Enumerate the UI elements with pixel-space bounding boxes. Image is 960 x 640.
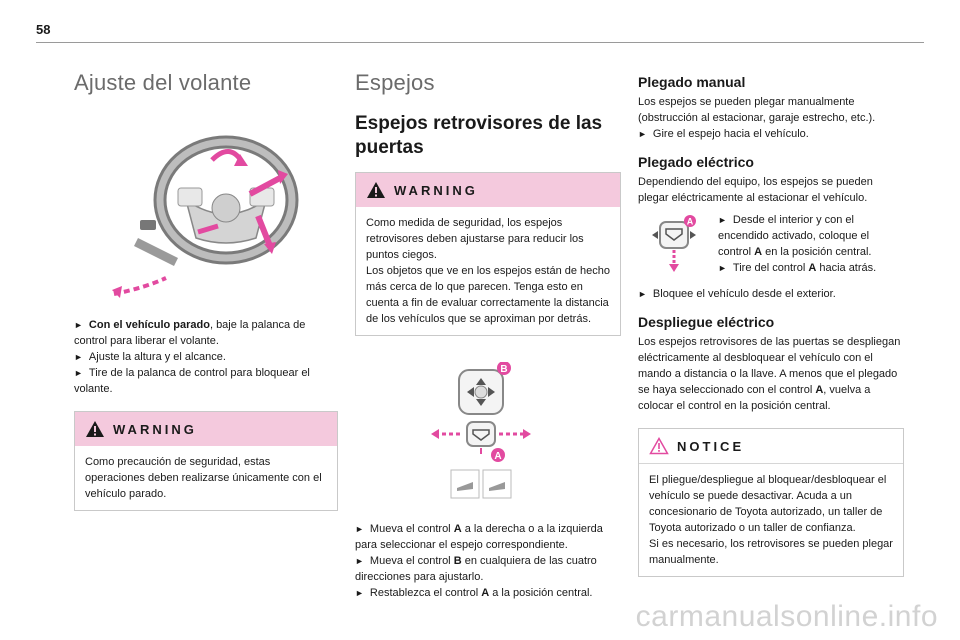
control-label-b: B [500,364,507,375]
notice-text: El pliegue/despliegue al bloquear/desblo… [649,474,893,566]
warning-text-steering: Como precaución de seguridad, estas oper… [85,456,322,500]
heading-manual-folding: Plegado manual [638,74,746,90]
fold-control-label-a: A [687,217,694,227]
column-mirrors: Espejos Espejos retrovisores de las puer… [355,70,621,601]
electric-folding-text: Dependiendo del equipo, los espejos se p… [638,176,873,204]
warning-label: WARNING [394,182,478,198]
notice-triangle-icon [649,437,669,455]
manual-folding-text: Los espejos se pueden plegar manualmente… [638,96,876,124]
warning-box-mirrors: WARNING Como medida de seguridad, los es… [355,172,621,336]
mirror-step2-pre: Mueva el control [369,555,454,567]
fold-step1-post: en la posición central. [762,246,872,258]
steering-step3: Tire de la palanca de control para bloqu… [74,365,338,397]
warning-text-mirrors: Como medida de seguridad, los espejos re… [366,217,611,325]
unfold-text-pre: Los espejos retrovisores de las puertas … [638,336,901,396]
mirror-step1-bold: A [453,523,462,535]
steering-step1-text: , baje la palanca de control para libera… [74,319,306,347]
warning-triangle-icon [86,421,104,437]
column-folding: Plegado manual Los espejos se pueden ple… [638,70,904,577]
unfold-text-post: , vuelva a colocar el control en la posi… [638,384,871,412]
mirror-step3-bold: A [481,587,490,599]
steering-wheel-illustration [112,135,299,298]
warning-label: WARNING [113,421,197,437]
fold-step1-pre: Desde el interior y con el encendido act… [718,214,870,258]
mirror-step3-post: a la posición central. [489,587,593,599]
header-divider [36,42,924,43]
warning-box-steering: WARNING Como precaución de seguridad, es… [74,411,338,511]
mirror-step2-post: en cualquiera de las cuatro direcciones … [355,555,597,583]
steering-step2: Ajuste la altura y el alcance. [74,349,338,365]
fold-step2-bold: A [808,262,817,274]
fold-step1-bold: A [754,246,763,258]
steering-step1-bold: Con el vehículo parado [88,319,210,331]
notice-label: NOTICE [677,438,745,454]
page-number: 58 [36,22,51,37]
control-label-a: A [494,451,501,462]
mirror-step2-bold: B [453,555,462,567]
mirror-step1-post: a la derecha o a la izquierda para selec… [355,523,603,551]
subtitle-door-mirrors: Espejos retrovisores de las puertas [355,113,603,158]
fold-step3: Bloquee el vehículo desde el exterior. [638,286,904,302]
watermark: carmanualsonline.info [635,600,938,633]
manual-folding-step1: Gire el espejo hacia el vehículo. [638,126,904,142]
section-title-mirrors: Espejos [355,70,435,95]
column-steering: Ajuste del volante Con el vehículo parad… [74,70,338,511]
mirror-step3-pre: Restablezca el control [369,587,482,599]
heading-electric-unfolding: Despliegue eléctrico [638,314,775,330]
fold-step2-post: hacia atrás. [816,262,877,274]
mirror-control-illustration: B A [431,361,531,499]
heading-electric-folding: Plegado eléctrico [638,154,754,170]
unfold-text-bold: A [815,384,824,396]
section-title-steering: Ajuste del volante [74,70,252,95]
mirror-step1-pre: Mueva el control [369,523,454,535]
warning-triangle-icon [367,182,385,198]
fold-control-illustration: A [652,215,696,272]
notice-box: NOTICE El pliegue/despliegue al bloquear… [638,428,904,577]
fold-step2-pre: Tire del control [732,262,809,274]
